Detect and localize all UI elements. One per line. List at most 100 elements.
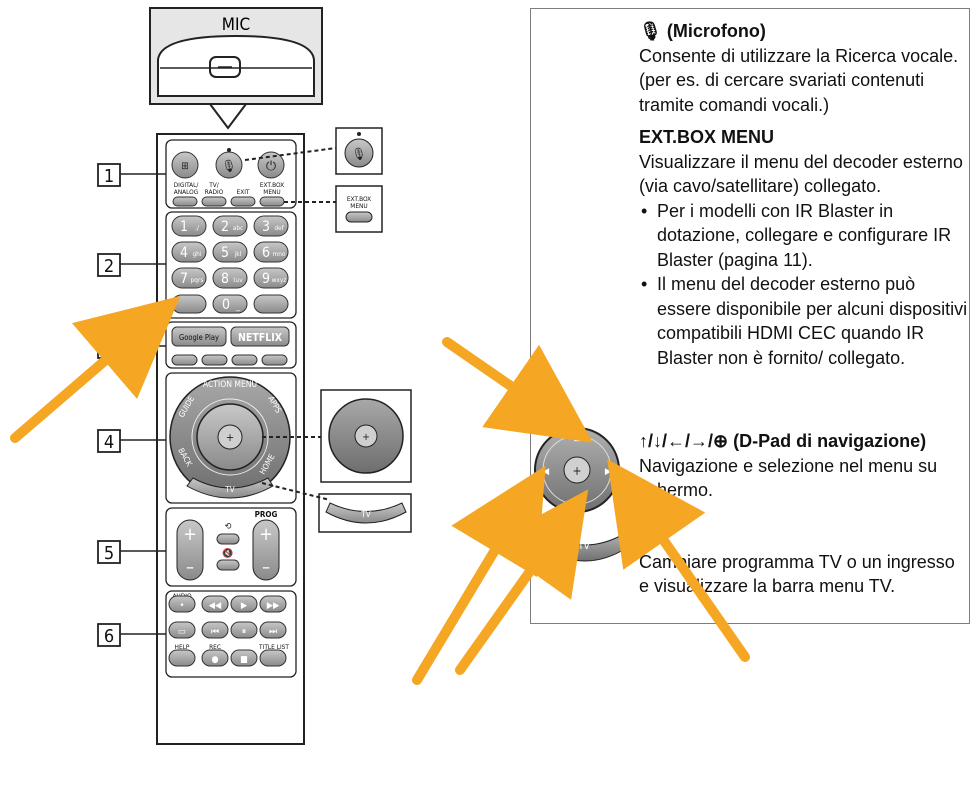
rec-label: REC [209,643,221,651]
entry-ext-box: EXT.BOX MENU Visualizzare il menu del de… [639,125,969,370]
tv-radio-label: RADIO [205,188,224,196]
svg-text:🔇: 🔇 [222,547,233,559]
callout-2 [97,253,121,277]
digit-label: 0 [222,297,230,313]
svg-text:▼: ▼ [574,500,581,510]
playback-button[interactable] [201,621,229,639]
svg-text:▲: ▲ [574,433,581,443]
prog-rocker[interactable] [252,519,280,581]
digit-1-button[interactable] [171,215,207,237]
mic-heading: (Microfono) [666,21,766,41]
netflix-button[interactable] [230,326,290,347]
digit-sub-label: tuv [233,276,243,284]
digit-sub-label: wxyz [272,276,287,284]
svg-text:TV: TV [577,541,590,552]
description-panel: 🎙 (Microfono) Consente di utilizzare la … [530,8,970,624]
digit-8-button[interactable] [212,267,248,289]
digit-6-button[interactable] [253,241,289,263]
power-button[interactable] [257,151,285,179]
digit-sub-label: ./ [195,224,199,232]
mic-label: MIC [222,15,250,35]
svg-text:+: + [183,524,197,545]
dpad-center-button[interactable] [217,424,243,450]
color-button-yellow[interactable] [231,354,258,366]
digit-label: 9 [262,271,270,287]
digit-5-button[interactable] [212,241,248,263]
input-button[interactable] [171,151,199,179]
digit-label: 4 [180,245,188,261]
color-button-green[interactable] [201,354,228,366]
digit-2-button[interactable] [212,215,248,237]
playback-icon: • [180,601,185,611]
callout-number: 2 [104,256,114,277]
mic-body: Consente di utilizzare la Ricerca vocale… [639,45,959,115]
digit-label: 1 [180,219,188,235]
prog-label: PROG [255,510,278,519]
digit-0-button[interactable] [212,294,248,314]
playback-icon: ⏭ [269,627,277,637]
playback-button[interactable] [230,595,258,613]
playback-icon: ▶ [241,601,248,611]
netflix-label: NETFLIX [238,332,283,344]
tv-button[interactable] [186,477,274,499]
playback-button[interactable] [230,621,258,639]
action-menu-label: ACTION MENU [203,380,257,390]
volume-rocker[interactable] [176,519,204,581]
digit-label: 3 [262,219,270,235]
digit-sub-label: pqrs [191,276,204,284]
color-button-blue[interactable] [261,354,288,366]
ext-box-bullet: Il menu del decoder esterno può essere d… [639,272,969,370]
arrow-icons: ↑/↓/←/→/⊕ [639,431,729,451]
digit-3-button[interactable] [253,215,289,237]
digital-analog-label: DIGITAL/ [174,181,199,189]
arrow [607,459,750,662]
subtitle-button[interactable] [253,294,289,314]
playback-button[interactable] [168,595,196,613]
callout-1 [97,163,121,187]
playback-button[interactable] [168,621,196,639]
callout-4 [97,429,121,453]
digit-7-button[interactable] [171,267,207,289]
callout-5 [97,540,121,564]
svg-text:+: + [362,432,370,443]
digital-analog-button[interactable] [172,196,198,207]
playback-button[interactable] [230,649,258,667]
digit-label: 6 [262,245,270,261]
playback-button[interactable] [201,649,229,667]
digit-sub-label: def [274,224,284,232]
digit-sub-label: mno [273,250,286,258]
jump-button[interactable] [216,533,240,545]
digit-9-button[interactable] [253,267,289,289]
playback-button[interactable] [168,649,196,667]
digit-sub-label: ghi [192,250,201,258]
tv-radio-button[interactable] [201,196,227,207]
title-list-label: TITLE LIST [258,643,289,651]
google-play-label: Google Play [179,333,219,342]
playback-icon: ▶▶ [267,601,280,611]
playback-button[interactable] [259,621,287,639]
ext-box-heading: EXT.BOX MENU [639,127,775,147]
digit-4-button[interactable] [171,241,207,263]
svg-text:⟲: ⟲ [225,522,232,532]
exit-button[interactable] [230,196,256,207]
mic-callout: MIC [149,7,323,130]
mute-button[interactable] [216,559,240,571]
mic-zoom-button [344,138,374,168]
playback-button[interactable] [259,595,287,613]
svg-text:▶: ▶ [605,467,612,477]
entry-mic: 🎙 (Microfono) Consente di utilizzare la … [639,19,969,117]
playback-button[interactable] [259,649,287,667]
callout-6 [97,623,121,647]
digit-label: 5 [221,245,229,261]
svg-text:⊞: ⊞ [181,161,189,172]
svg-text:+: + [572,464,581,478]
playback-icon: ⏸ [242,627,247,637]
arrow [455,489,589,675]
svg-text:◀: ◀ [543,467,550,477]
callout-number: 1 [104,166,114,187]
ext-box-bullet: Per i modelli con IR Blaster in dotazion… [639,199,969,273]
help-label: HELP [175,643,190,651]
playback-button[interactable] [201,595,229,613]
playback-icon: ● [211,655,218,665]
